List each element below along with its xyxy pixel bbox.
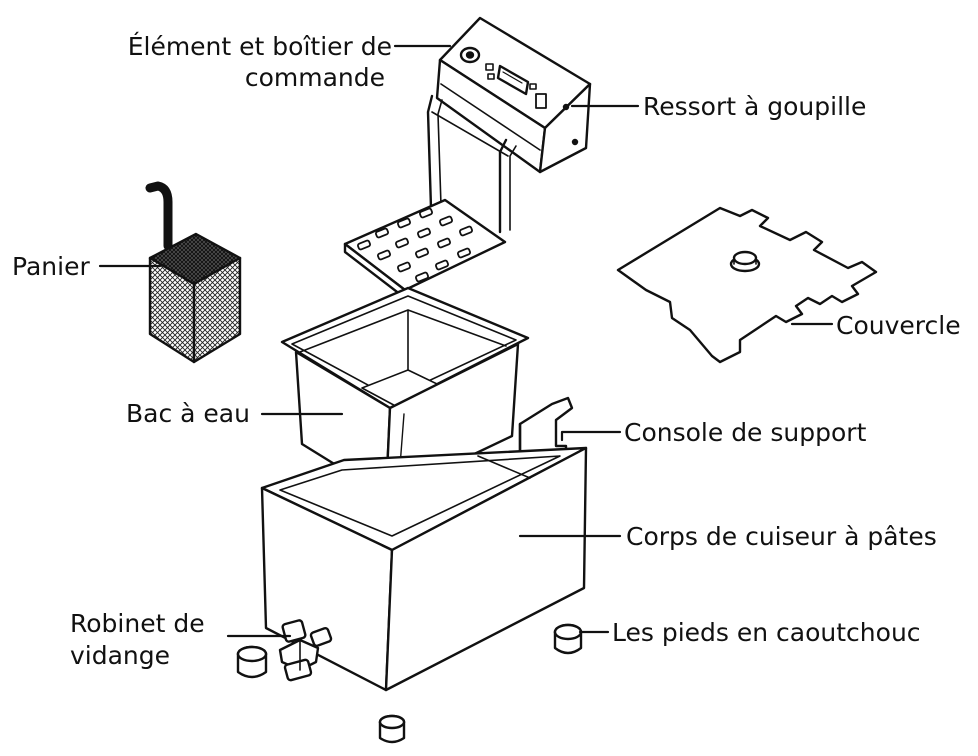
lid (618, 208, 876, 362)
labels: Élément et boîtier de commande Ressort à… (12, 32, 961, 670)
label-body: Corps de cuiseur à pâtes (626, 522, 937, 551)
leader-bracket (560, 430, 622, 442)
label-spring: Ressort à goupille (643, 92, 866, 121)
label-basket: Panier (12, 252, 90, 281)
label-water-tank: Bac à eau (126, 399, 250, 428)
label-tap-line1: Robinet de (70, 609, 205, 638)
rubber-foot-left (238, 647, 266, 677)
label-tap-line2: vidange (70, 641, 170, 670)
label-lid: Couvercle (836, 311, 961, 340)
perforated-plate (345, 200, 505, 298)
label-control-line2: commande (245, 63, 385, 92)
leader-lines (98, 44, 834, 638)
label-feet: Les pieds en caoutchouc (612, 618, 921, 647)
rubber-foot-right (555, 625, 581, 653)
label-bracket: Console de support (624, 418, 867, 447)
basket (150, 186, 240, 362)
heating-element-rods (428, 96, 516, 240)
label-control-line1: Élément et boîtier de (128, 32, 392, 61)
rubber-foot-bottom (380, 716, 404, 742)
